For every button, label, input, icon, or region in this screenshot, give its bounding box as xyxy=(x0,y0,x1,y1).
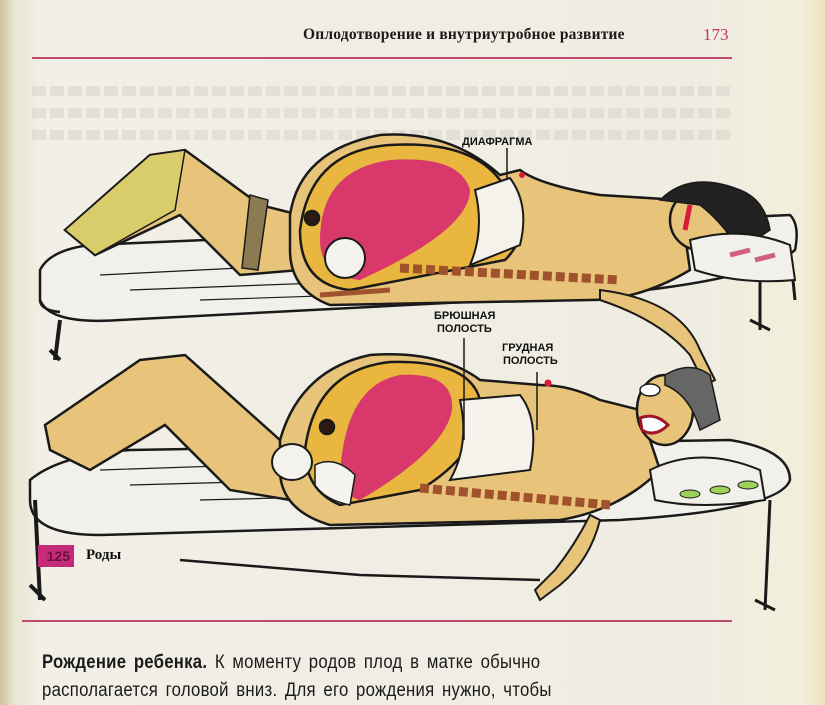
label-diaphragm: ДИАФРАГМА xyxy=(462,136,533,148)
top-figure xyxy=(63,133,797,387)
bleed-through-text xyxy=(32,108,732,118)
figure-caption: Роды xyxy=(86,547,122,563)
header-rule xyxy=(32,57,732,59)
figure-bottom-rule-right xyxy=(462,620,732,622)
figure-bottom-rule xyxy=(22,620,462,622)
label-abdominal-cavity-1: БРЮШНАЯ xyxy=(434,310,496,322)
bottom-figure xyxy=(43,353,767,602)
figure-number-badge: 125 xyxy=(38,545,74,567)
body-line-2: располагается головой вниз. Для его рожд… xyxy=(42,680,552,701)
body-paragraph: Рождение ребенка. К моменту родов плод в… xyxy=(42,649,658,705)
figure-illustration: ДИАФРАГМА БРЮШНАЯ ПОЛОСТЬ ГРУДНАЯ ПОЛОСТ… xyxy=(0,60,825,620)
label-abdominal-cavity-2: ПОЛОСТЬ xyxy=(437,323,492,335)
body-line-1: Рождение ребенка. К моменту родов плод в… xyxy=(42,649,658,677)
label-pointers xyxy=(463,148,538,440)
label-thoracic-cavity-2: ПОЛОСТЬ xyxy=(503,355,558,367)
label-thoracic-cavity-1: ГРУДНАЯ xyxy=(502,342,554,354)
page-number: 173 xyxy=(703,25,729,44)
chapter-title: Оплодотворение и внутриутробное развитие xyxy=(303,26,625,43)
paragraph-lead: Рождение ребенка. xyxy=(42,652,208,673)
bleed-through-text xyxy=(32,86,732,96)
birth-illustration xyxy=(28,133,798,612)
running-header: Оплодотворение и внутриутробное развитие… xyxy=(0,22,740,52)
body-line-1-rest: К моменту родов плод в матке обычно xyxy=(207,652,541,673)
